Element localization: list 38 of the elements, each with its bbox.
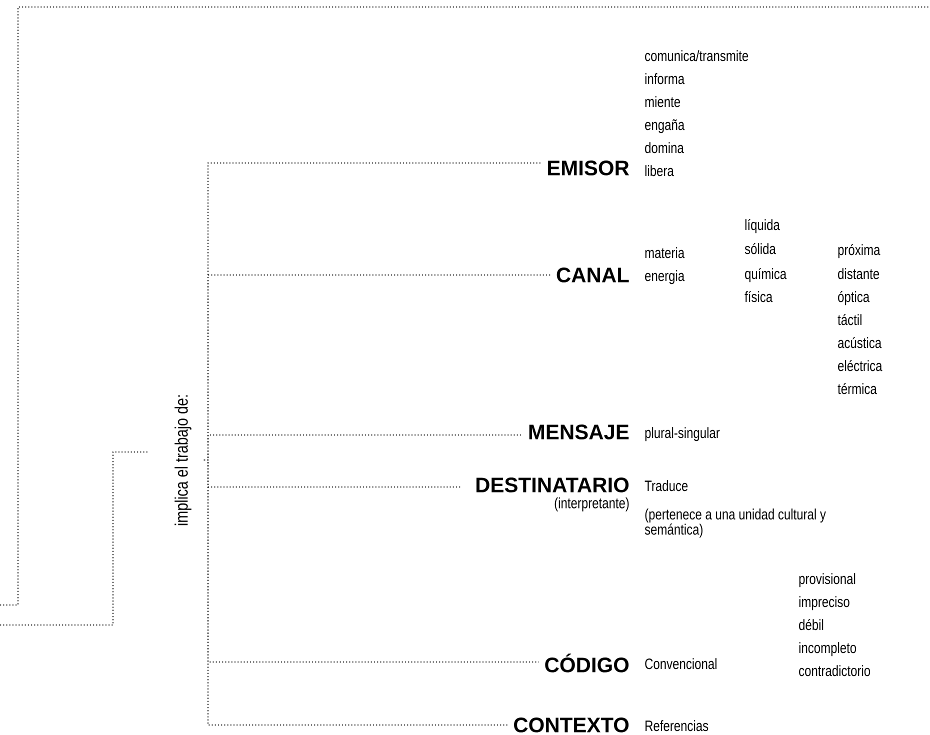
note-text: táctil bbox=[838, 314, 862, 326]
note-text: eléctrica bbox=[838, 360, 882, 372]
note-text: energia bbox=[645, 270, 685, 284]
heading-text: EMISOR bbox=[548, 160, 630, 176]
note-text: térmica bbox=[838, 382, 877, 394]
note-text: óptica bbox=[838, 290, 870, 306]
note-text: distante bbox=[838, 268, 880, 280]
heading-text: DESTINATARIO (interpretante) bbox=[476, 478, 629, 512]
note-text: química bbox=[745, 268, 787, 282]
heading-text: CANAL bbox=[556, 268, 629, 282]
note-text: contradictorio bbox=[799, 665, 870, 676]
note-text: libera bbox=[645, 165, 674, 176]
note-text: incompleto bbox=[799, 642, 856, 656]
bracket-line bbox=[204, 459, 508, 726]
note-text: miente bbox=[645, 96, 680, 108]
note-text: débil bbox=[799, 618, 824, 630]
note-text: Traduce bbox=[644, 480, 688, 492]
note-text: líquida bbox=[745, 218, 780, 234]
note-text: Referencias bbox=[646, 720, 708, 732]
note-text: provisional bbox=[799, 573, 856, 588]
note-text: domina bbox=[645, 142, 684, 154]
note-text: informa bbox=[645, 73, 685, 84]
note-text: materia bbox=[645, 247, 685, 258]
rotated-label: implica el trabajo de: bbox=[174, 395, 192, 526]
note-text: plural-singular bbox=[645, 427, 720, 442]
note-text: comunica/transmite bbox=[645, 50, 748, 62]
note-text: sólida bbox=[744, 242, 776, 254]
note-text: Convencional bbox=[645, 658, 716, 670]
note-text: impreciso bbox=[799, 596, 850, 610]
note-text: acústica bbox=[838, 336, 882, 348]
bracket-line bbox=[0, 451, 148, 626]
heading-text: CONTEXTO bbox=[514, 718, 629, 732]
note-text: física bbox=[744, 290, 773, 302]
heading-text: MENSAJE bbox=[529, 424, 629, 440]
note-text: próxima bbox=[838, 244, 880, 258]
heading-text: CÓDIGO bbox=[545, 654, 629, 672]
note-text: engaña bbox=[645, 119, 685, 134]
note-text: (pertenece a una unidad cultural y semántica) bbox=[644, 508, 826, 538]
